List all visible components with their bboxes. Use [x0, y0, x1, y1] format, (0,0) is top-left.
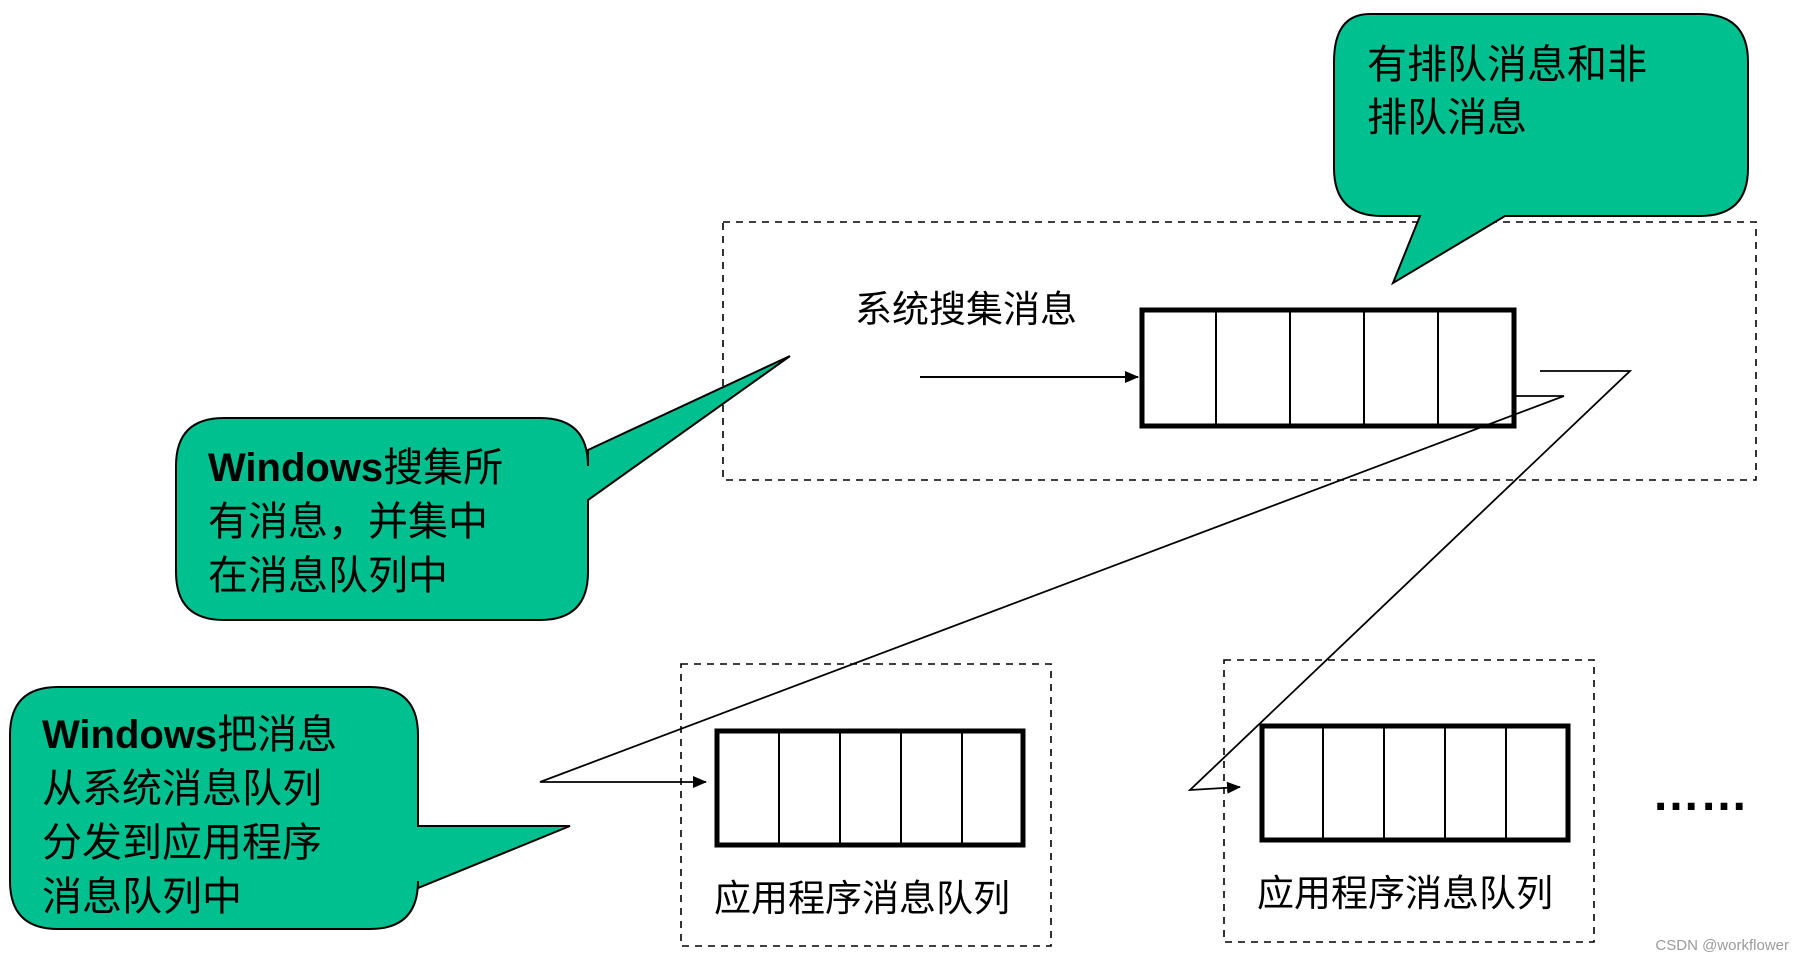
- callout-message-types: [1333, 13, 1749, 286]
- app-queue-label-1: 应用程序消息队列: [714, 877, 1010, 920]
- callout-windows-collects-text: Windows搜集所 有消息，并集中 在消息队列中: [208, 445, 516, 599]
- watermark: CSDN @workflower: [1655, 937, 1789, 954]
- callout-windows-dispatches-text: Windows把消息 从系统消息队列 分发到应用程序 消息队列中: [42, 712, 350, 920]
- app-queue-label-2: 应用程序消息队列: [1257, 872, 1553, 915]
- system-queue-frame: [1139, 307, 1517, 429]
- callout-windows-dispatches: [9, 686, 571, 930]
- system-queue-label: 系统搜集消息: [855, 288, 1077, 331]
- app-queue-region-1: [680, 663, 1052, 947]
- system-message-queue: [1139, 307, 1517, 429]
- app-message-queue-1: [714, 728, 1026, 848]
- app-queue-frame: [714, 728, 1026, 848]
- dispatch-path-to-app-queue-2: [1187, 370, 1633, 794]
- app-queue-region-2: [1223, 659, 1595, 943]
- more-queues-ellipsis: ……: [1652, 768, 1748, 821]
- system-queue-region: [722, 221, 1757, 481]
- dispatch-path-to-app-queue-1: [539, 395, 1565, 788]
- app-queue-frame: [1259, 723, 1571, 843]
- app-message-queue-2: [1259, 723, 1571, 843]
- callout-message-types-text: 有排队消息和非 排队消息: [1367, 42, 1660, 141]
- callout-windows-collects: [175, 355, 791, 621]
